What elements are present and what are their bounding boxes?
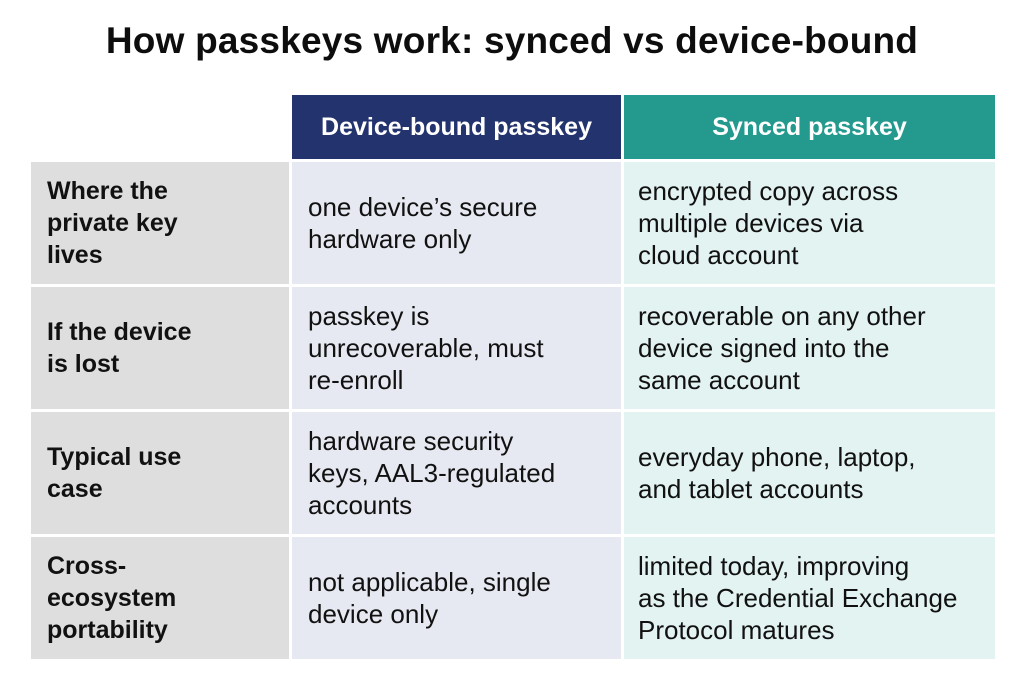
- comparison-table: Device-bound passkey Synced passkey Wher…: [31, 95, 995, 659]
- cell-synced-portability: limited today, improving as the Credenti…: [624, 537, 995, 659]
- column-header-device-bound: Device-bound passkey: [292, 95, 621, 159]
- cell-synced-key-location: encrypted copy across multiple devices v…: [624, 162, 995, 284]
- row-label-portability: Cross- ecosystem portability: [31, 537, 289, 659]
- row-label-key-location: Where the private key lives: [31, 162, 289, 284]
- cell-device-key-location: one device’s secure hardware only: [292, 162, 621, 284]
- cell-synced-use-case: everyday phone, laptop, and tablet accou…: [624, 412, 995, 534]
- row-label-device-lost: If the device is lost: [31, 287, 289, 409]
- page-title: How passkeys work: synced vs device-boun…: [105, 20, 919, 61]
- column-header-synced: Synced passkey: [624, 95, 995, 159]
- cell-device-portability: not applicable, single device only: [292, 537, 621, 659]
- cell-synced-device-lost: recoverable on any other device signed i…: [624, 287, 995, 409]
- table-corner: [31, 95, 289, 159]
- cell-device-device-lost: passkey is unrecoverable, must re-enroll: [292, 287, 621, 409]
- row-label-use-case: Typical use case: [31, 412, 289, 534]
- cell-device-use-case: hardware security keys, AAL3-regulated a…: [292, 412, 621, 534]
